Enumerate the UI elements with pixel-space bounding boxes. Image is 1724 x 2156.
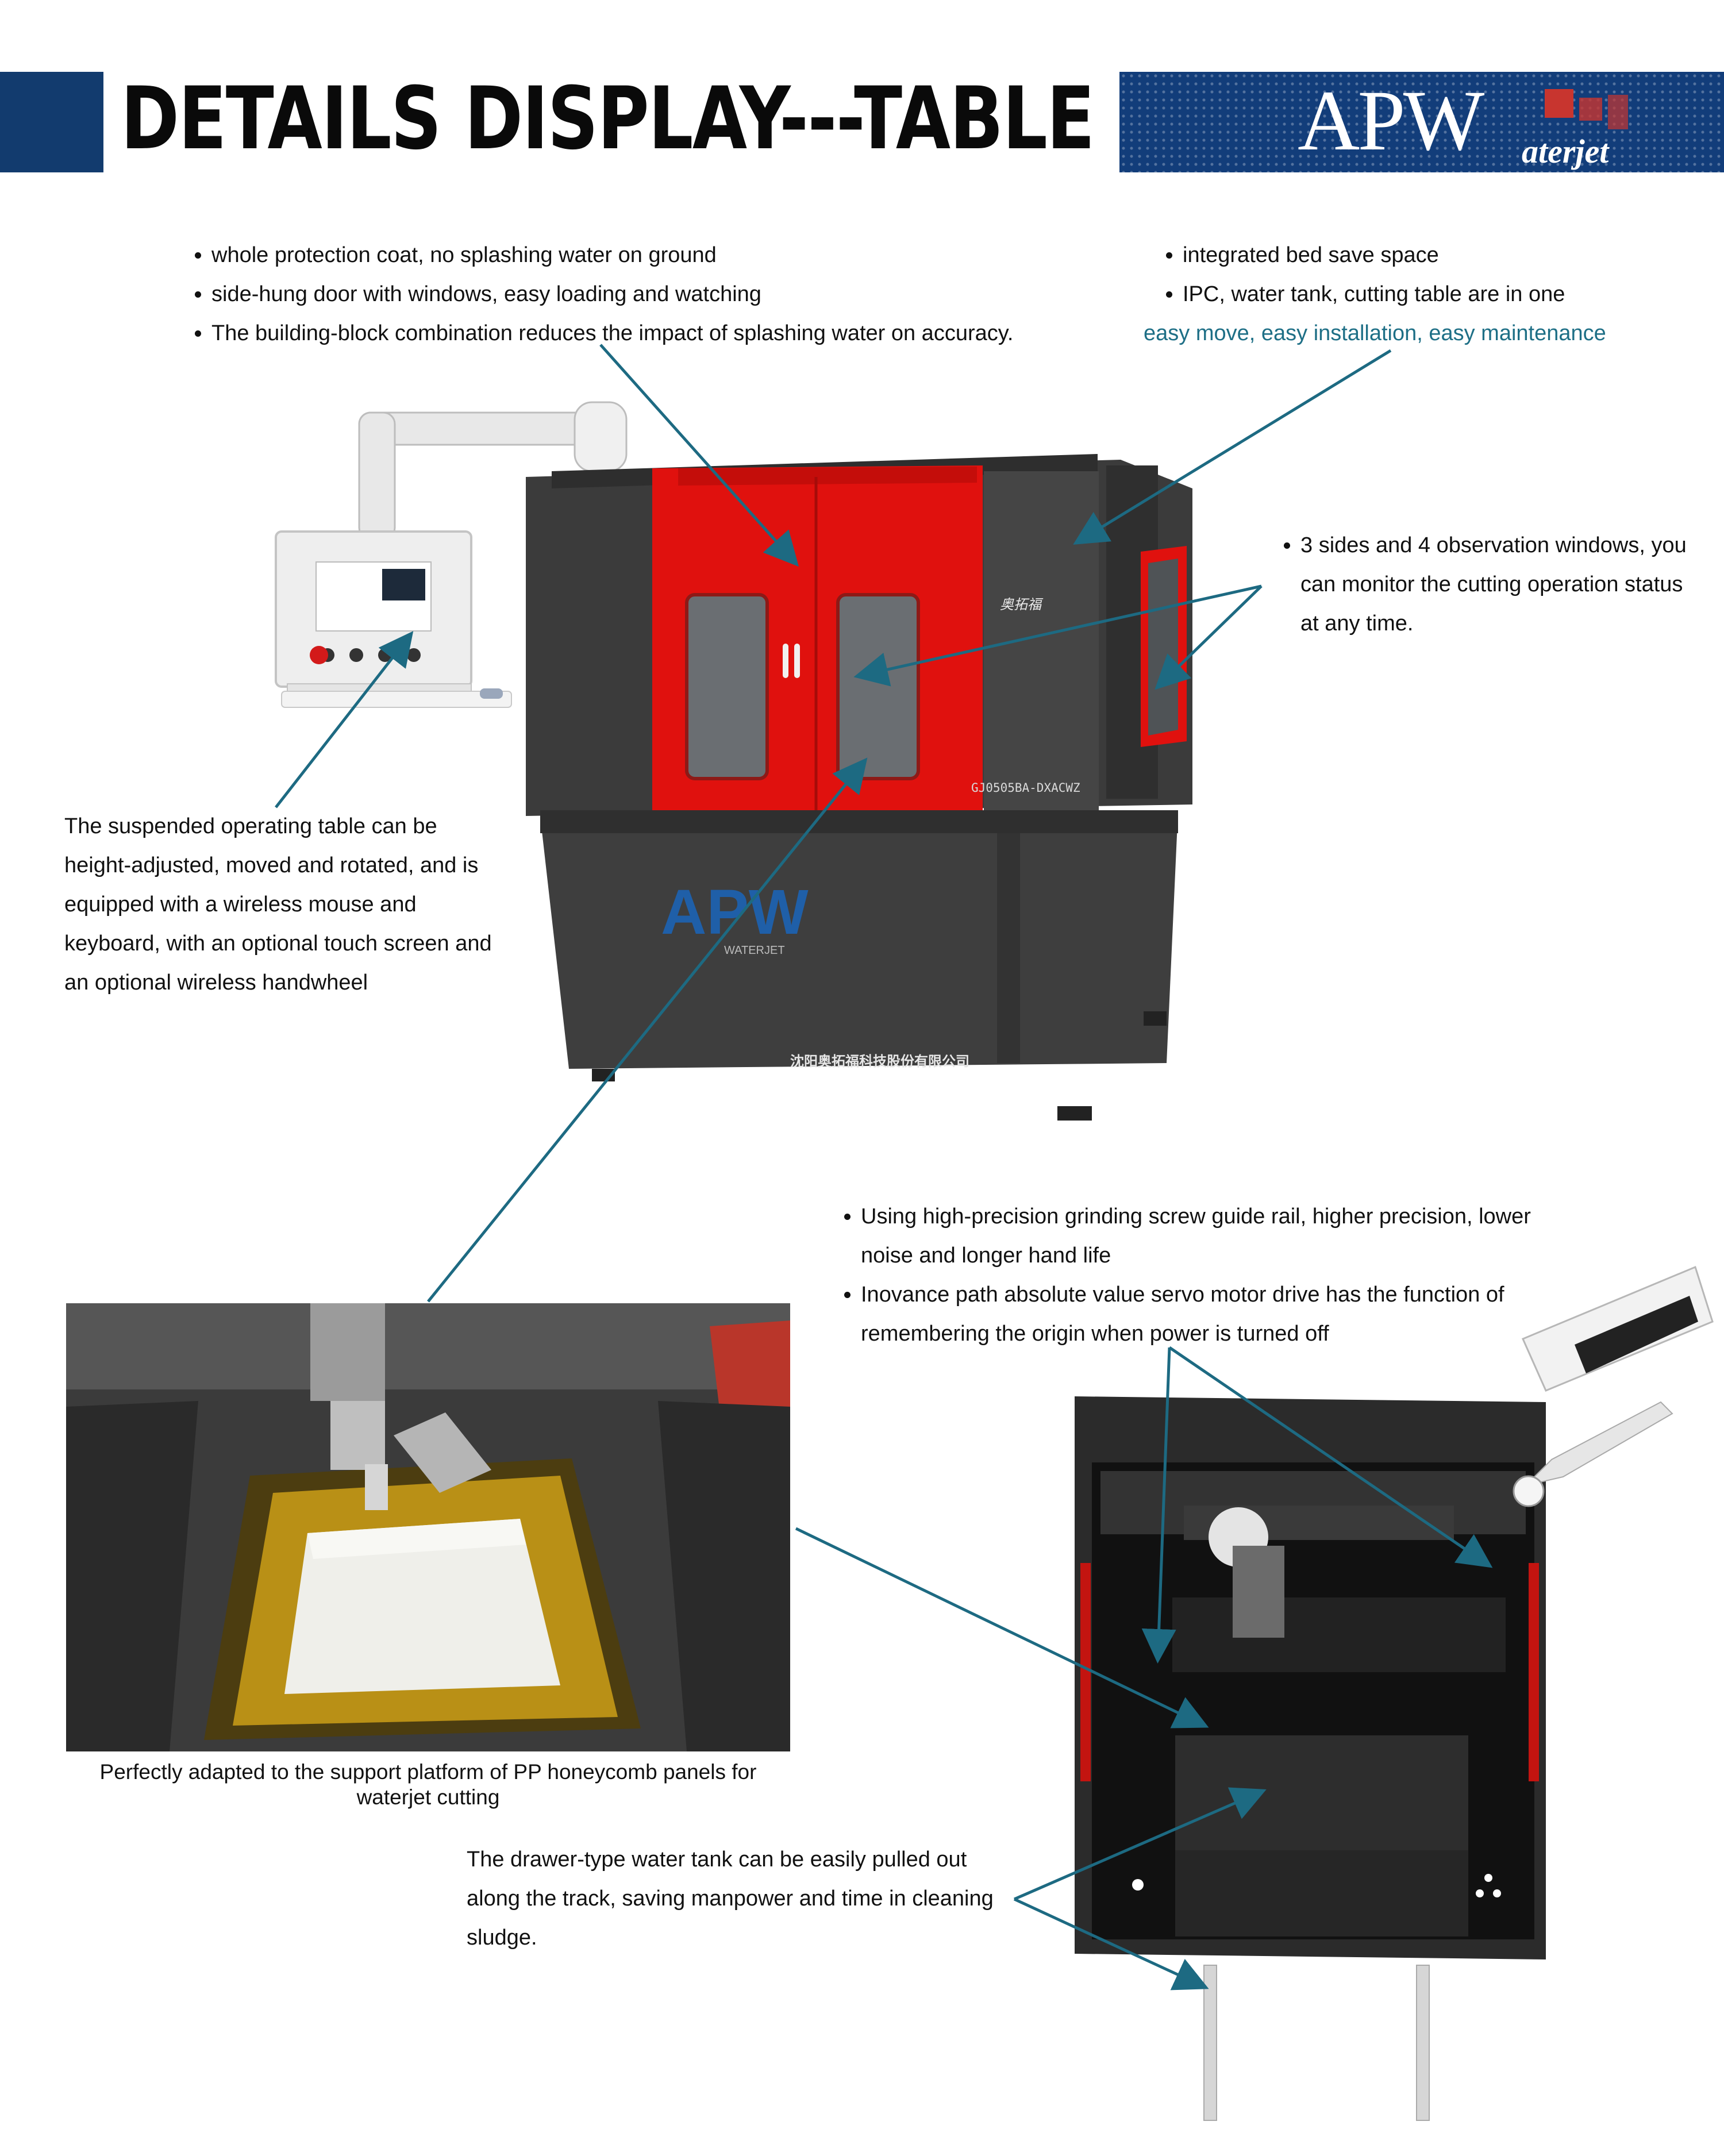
windows-note: 3 sides and 4 observation windows, you c… (1273, 526, 1687, 643)
list-item: Using high-precision grinding screw guid… (861, 1197, 1552, 1275)
honeycomb-photo-art (66, 1303, 790, 1751)
body-logo-sub: WATERJET (724, 944, 785, 957)
brand-square (1545, 89, 1573, 118)
machine-body: 奥拓福 GJ0505BA-DXACWZ APW WATERJET 沈阳奥拓福科技… (526, 454, 1192, 1121)
brand-banner: APW aterjet (1119, 72, 1724, 172)
list-item: whole protection coat, no splashing wate… (211, 236, 1075, 275)
suspension-arm (358, 401, 628, 540)
annotation-arrows (275, 344, 1493, 1991)
model-plate: GJ0505BA-DXACWZ (971, 781, 1080, 795)
company-name: 沈阳奥拓福科技股份有限公司 (790, 1053, 969, 1069)
header-accent-block (0, 72, 103, 172)
list-item: 3 sides and 4 observation windows, you c… (1300, 526, 1687, 643)
body-logo: APW (661, 877, 809, 948)
list-item: Inovance path absolute value servo motor… (861, 1275, 1552, 1353)
badge-text: 奥拓福 (1000, 596, 1044, 613)
protection-notes: whole protection coat, no splashing wate… (184, 236, 1075, 353)
list-item: integrated bed save space (1183, 236, 1672, 275)
brand-square (1608, 95, 1628, 129)
honeycomb-photo (66, 1303, 790, 1751)
integrated-notes: integrated bed save space IPC, water tan… (1144, 236, 1672, 353)
drawer-note: The drawer-type water tank can be easily… (467, 1847, 994, 1950)
photo-caption: Perfectly adapted to the support platfor… (99, 1760, 757, 1809)
brand-square (1579, 98, 1602, 121)
brand-logo: APW (1298, 73, 1484, 168)
list-item: The building-block combination reduces t… (211, 314, 1075, 353)
list-item: side-hung door with windows, easy loadin… (211, 275, 1075, 314)
list-item: IPC, water tank, cutting table are in on… (1183, 275, 1672, 314)
operator-panel (275, 530, 512, 708)
page-title: DETAILS DISPLAY---TABLE (121, 69, 1095, 169)
brand-logo-sub: aterjet (1522, 133, 1609, 170)
integrated-highlight: easy move, easy installation, easy maint… (1144, 321, 1606, 345)
operating-table-note: The suspended operating table can be hei… (64, 814, 492, 995)
cabinet-illustration (1075, 1265, 1714, 2121)
guide-rail-notes: Using high-precision grinding screw guid… (833, 1197, 1552, 1353)
